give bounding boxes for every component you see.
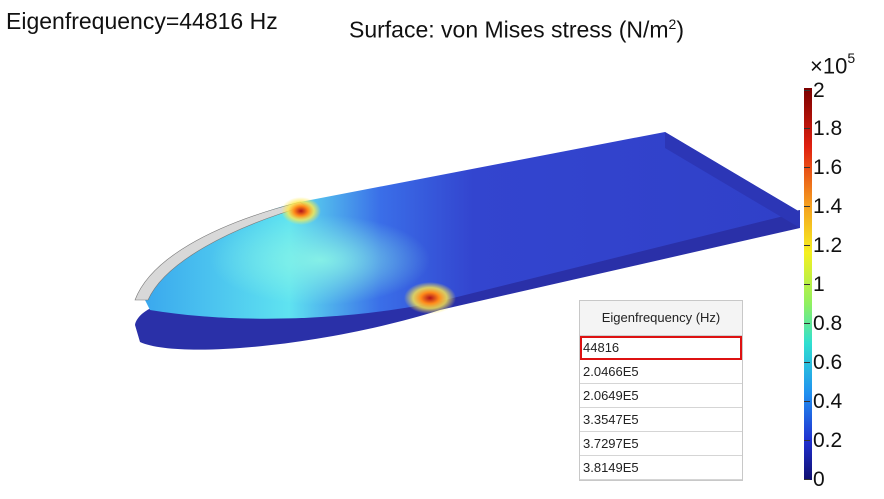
colorbar-multiplier-exp: 5 bbox=[847, 50, 856, 66]
surface-title: Surface: von Mises stress (N/m2) bbox=[349, 16, 684, 44]
eigenfrequency-table: Eigenfrequency (Hz) 44816 2.0466E5 2.064… bbox=[579, 300, 743, 481]
table-row[interactable]: 3.3547E5 bbox=[580, 408, 742, 432]
colorbar-tick: 1 bbox=[804, 273, 825, 296]
table-row[interactable]: 44816 bbox=[580, 336, 742, 360]
colorbar-tick: 0.4 bbox=[803, 390, 843, 413]
colorbar-tick: 0 bbox=[804, 468, 825, 491]
table-row[interactable]: 3.7297E5 bbox=[580, 432, 742, 456]
colorbar-tick: 1.8 bbox=[803, 117, 843, 140]
stress-glow-cyan bbox=[210, 215, 430, 305]
table-row[interactable]: 3.8149E5 bbox=[580, 456, 742, 480]
colorbar-tick: 0.2 bbox=[803, 429, 843, 452]
colorbar-multiplier-base: ×10 bbox=[810, 53, 848, 79]
surface-title-prefix: Surface: von Mises stress (N/m bbox=[349, 16, 669, 43]
surface-title-sup: 2 bbox=[668, 16, 677, 32]
colorbar-tick: 2 bbox=[804, 79, 825, 102]
model-right-edge bbox=[665, 132, 800, 228]
colorbar-tick: 0.6 bbox=[803, 351, 843, 374]
colorbar-tick: 1.6 bbox=[803, 156, 843, 179]
eigenfrequency-title: Eigenfrequency=44816 Hz bbox=[6, 8, 278, 34]
colorbar-tick: 1.4 bbox=[803, 195, 843, 218]
table-header: Eigenfrequency (Hz) bbox=[580, 301, 742, 336]
surface-title-suffix: ) bbox=[676, 16, 684, 43]
colorbar-multiplier: ×105 bbox=[810, 50, 856, 79]
colorbar-tick: 0.8 bbox=[803, 312, 843, 335]
stress-hotspot-bottom bbox=[404, 282, 456, 314]
colorbar-tick: 1.2 bbox=[803, 234, 843, 257]
table-row[interactable]: 2.0649E5 bbox=[580, 384, 742, 408]
table-row[interactable]: 2.0466E5 bbox=[580, 360, 742, 384]
